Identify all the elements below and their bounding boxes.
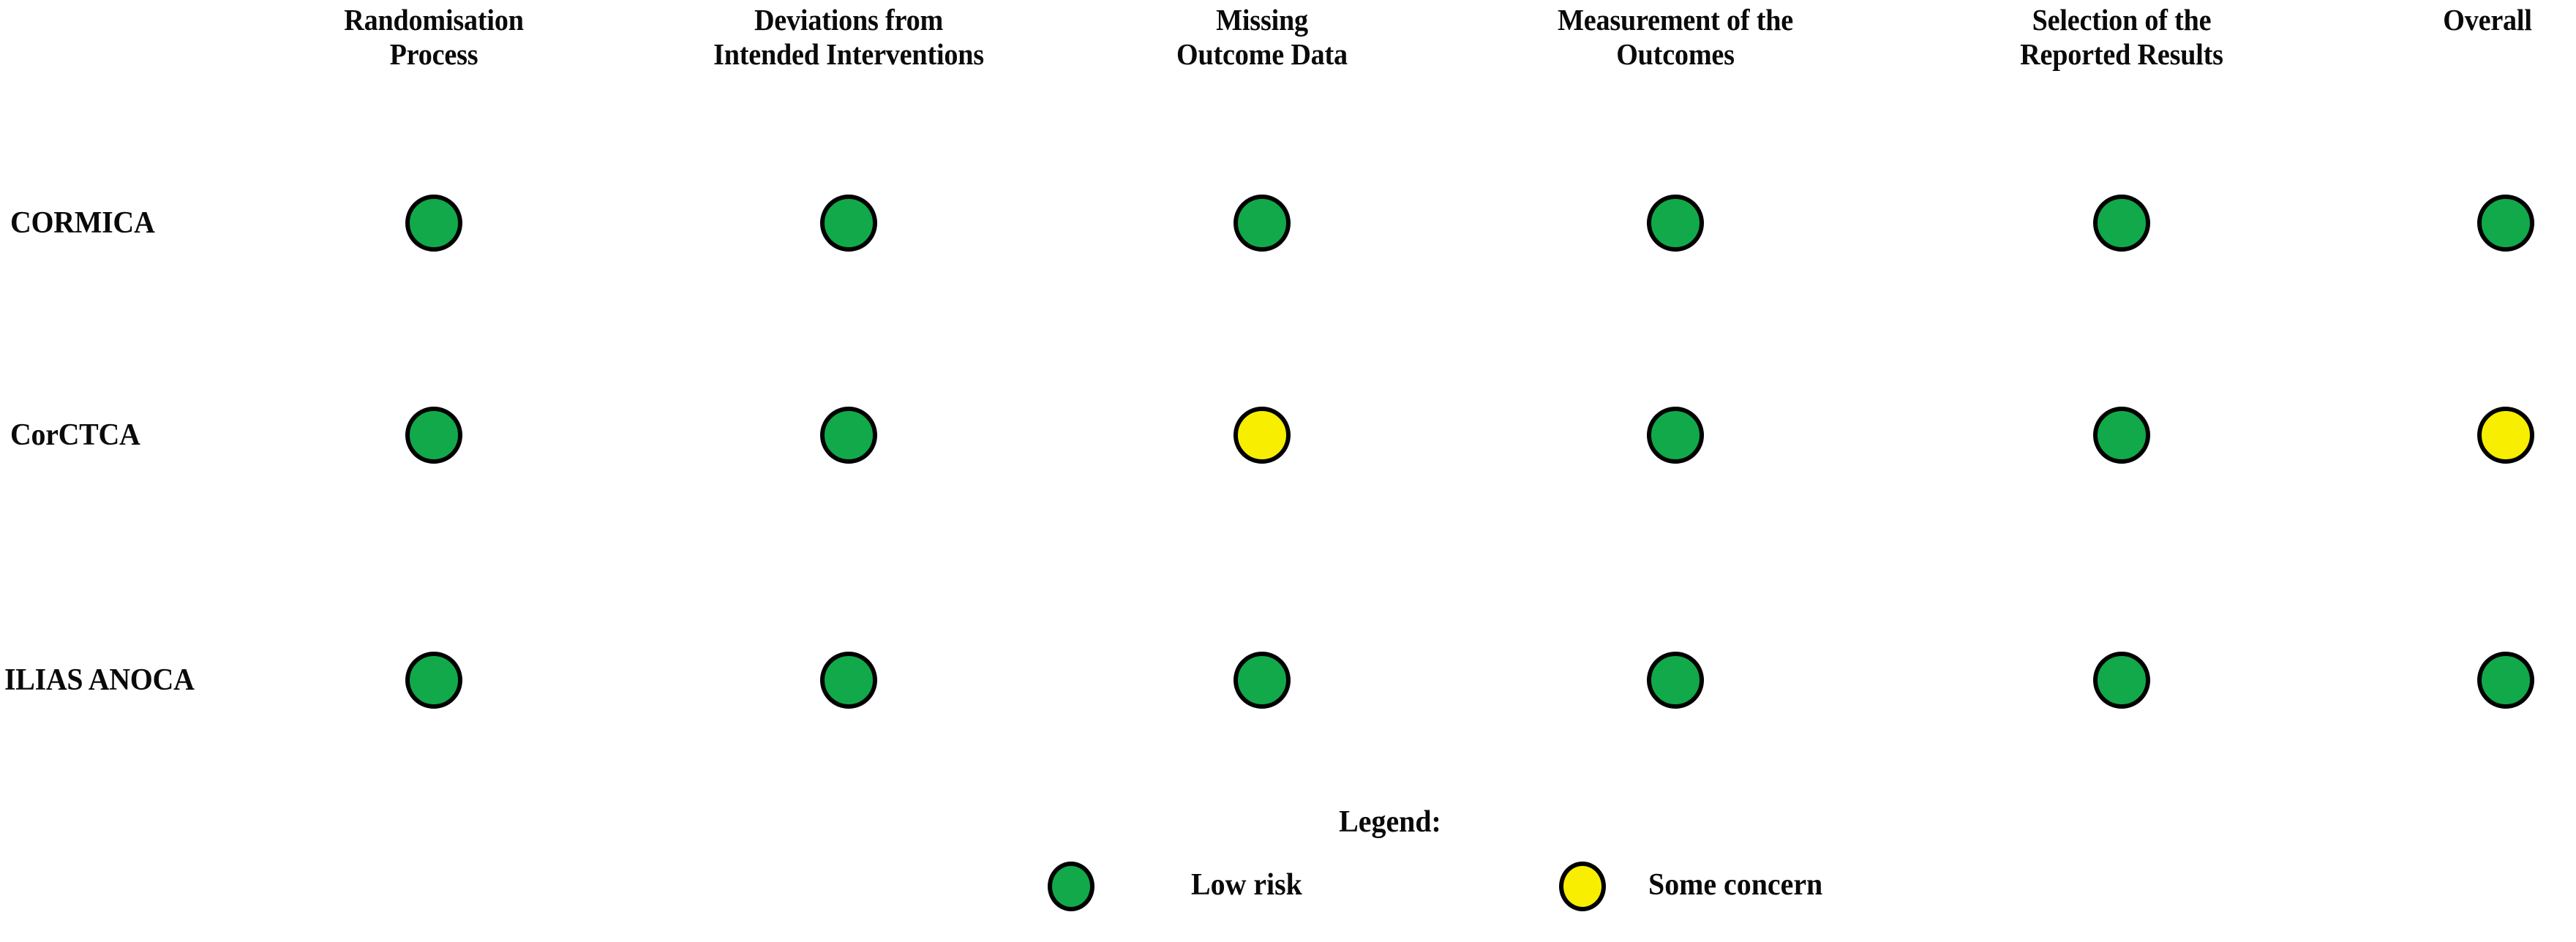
row-label-cormica: CORMICA — [10, 206, 155, 240]
legend-label-some-concern: Some concern — [1648, 868, 1823, 902]
judgement-dot-corctca-overall — [2477, 407, 2534, 464]
judgement-dot-ilias-anoca-measurement-of-the-outcomes — [1647, 652, 1704, 709]
judgement-dot-ilias-anoca-overall — [2477, 652, 2534, 709]
judgement-dot-ilias-anoca-missing-outcome-data — [1233, 652, 1291, 709]
judgement-dot-cormica-deviations-from-intended-interventions — [820, 195, 877, 252]
column-header-overall: Overall — [2443, 3, 2532, 37]
column-header-randomisation-process: Randomisation Process — [344, 3, 524, 71]
column-header-selection-of-the-reported-results: Selection of the Reported Results — [2020, 3, 2223, 71]
judgement-dot-cormica-selection-of-the-reported-results — [2093, 195, 2150, 252]
judgement-dot-cormica-randomisation-process — [405, 195, 462, 252]
judgement-dot-cormica-missing-outcome-data — [1233, 195, 1291, 252]
legend-swatch-low-risk — [1048, 862, 1094, 911]
judgement-dot-ilias-anoca-randomisation-process — [405, 652, 462, 709]
legend-title: Legend: — [1339, 805, 1441, 839]
judgement-dot-corctca-measurement-of-the-outcomes — [1647, 407, 1704, 464]
judgement-dot-cormica-overall — [2477, 195, 2534, 252]
row-label-corctca: CorCTCA — [10, 418, 140, 452]
judgement-dot-cormica-measurement-of-the-outcomes — [1647, 195, 1704, 252]
judgement-dot-corctca-deviations-from-intended-interventions — [820, 407, 877, 464]
column-header-missing-outcome-data: Missing Outcome Data — [1176, 3, 1348, 71]
column-header-deviations-from-intended-interventions: Deviations from Intended Interventions — [713, 3, 984, 71]
judgement-dot-corctca-missing-outcome-data — [1233, 407, 1291, 464]
judgement-dot-corctca-selection-of-the-reported-results — [2093, 407, 2150, 464]
judgement-dot-corctca-randomisation-process — [405, 407, 462, 464]
judgement-dot-ilias-anoca-deviations-from-intended-interventions — [820, 652, 877, 709]
column-header-measurement-of-the-outcomes: Measurement of the Outcomes — [1557, 3, 1794, 71]
legend-swatch-some-concern — [1559, 862, 1606, 911]
judgement-dot-ilias-anoca-selection-of-the-reported-results — [2093, 652, 2150, 709]
legend-label-low-risk: Low risk — [1191, 868, 1302, 902]
row-label-ilias-anoca: ILIAS ANOCA — [4, 663, 195, 697]
